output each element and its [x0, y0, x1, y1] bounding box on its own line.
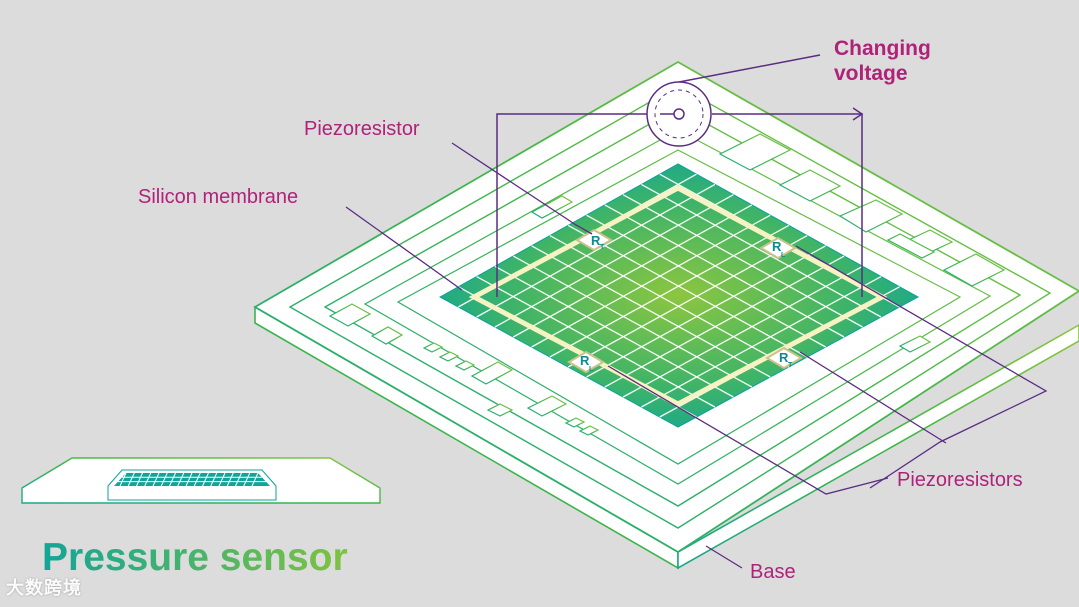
membrane-grid-line	[494, 265, 734, 398]
voltage-meter-icon	[646, 81, 712, 147]
thumbnail-grid-line	[210, 472, 218, 487]
thumbnail-grid-line	[218, 472, 226, 487]
page-title: Pressure sensor	[42, 536, 348, 579]
thumbnail-grid-line	[243, 472, 251, 487]
piezoresistor-group: R T R L R L R T	[567, 228, 803, 374]
leader-piezoresistors-3	[607, 365, 889, 495]
piezoresistor-top-right: R L	[759, 236, 797, 260]
leader-piezoresistors-1	[795, 245, 1048, 489]
base-label: Base	[750, 561, 796, 583]
leader-piezoresistor	[451, 142, 593, 235]
membrane-grid-line	[604, 255, 845, 388]
membrane-grid-line	[586, 245, 827, 378]
membrane-grid-line	[641, 275, 882, 408]
piezoresistors-label: Piezoresistors	[897, 469, 1023, 491]
resistor-sub: L	[589, 366, 594, 373]
thumbnail-grid-line	[177, 472, 185, 487]
membrane-grid-line	[549, 235, 790, 368]
thumbnail-grid-line	[235, 472, 242, 487]
changing-voltage-label-line2: voltage	[834, 62, 908, 85]
thumbnail-grid-line	[193, 472, 201, 487]
base-inner-border-4	[396, 149, 962, 465]
membrane-grid-line	[622, 194, 863, 328]
silicon-membrane-label: Silicon membrane	[138, 186, 298, 208]
voltage-arrow-head	[852, 107, 864, 121]
voltage-wire-left	[496, 113, 647, 297]
base-side-right	[677, 324, 1079, 570]
membrane-grid-line	[567, 235, 808, 368]
resistor-label: R	[591, 233, 601, 248]
thumbnail-grid-line	[152, 472, 160, 487]
membrane-grid-line	[604, 204, 845, 338]
thumbnail-grid-line	[169, 472, 176, 487]
changing-voltage-label-line1: Changing	[834, 37, 931, 60]
thumbnail-grid-line	[202, 472, 209, 487]
membrane-grid-line	[494, 194, 734, 328]
membrane-grid-line	[512, 204, 753, 338]
resistor-sub: T	[600, 244, 605, 251]
leader-silicon-membrane	[345, 206, 463, 291]
base-inner-border-2	[323, 107, 1022, 507]
membrane-outer	[438, 163, 920, 428]
resistor-label: R	[772, 239, 782, 254]
side-view-thumbnail	[21, 457, 381, 504]
membrane-grid-line	[622, 265, 863, 398]
leader-piezoresistors-2	[799, 351, 947, 444]
thumbnail-grid-line	[251, 472, 259, 487]
membrane-grid-line	[586, 214, 827, 348]
membrane-inner-frame	[468, 185, 888, 407]
thumbnail-grid-line	[226, 472, 234, 487]
labels: Changing voltage Piezoresistor Silicon m…	[138, 37, 1023, 583]
membrane-grid-line	[531, 214, 771, 348]
piezoresistor-label: Piezoresistor	[304, 118, 420, 140]
membrane-grid-line	[531, 245, 771, 378]
thumbnail-grid-line	[127, 472, 135, 487]
thumbnail-grid-line	[136, 472, 143, 487]
leader-base	[705, 545, 743, 569]
watermark-logo: 大数跨境	[6, 578, 82, 599]
thumbnail-grid-line	[160, 472, 168, 487]
resistor-sub: T	[788, 362, 793, 369]
piezoresistor-top-left: R T	[575, 228, 613, 252]
membrane-grid-line	[476, 183, 716, 318]
resistor-label: R	[779, 350, 789, 365]
resistor-sub: L	[781, 252, 786, 259]
membrane-grid-line	[567, 224, 808, 358]
piezoresistor-bottom-right: R T	[765, 346, 803, 370]
voltage-circuit	[496, 54, 864, 297]
membrane-grid-line	[512, 255, 753, 388]
thumbnail-grid-line	[144, 472, 152, 487]
piezoresistor-bottom-left: R L	[567, 350, 605, 374]
circuit-pads	[328, 133, 1006, 436]
thumbnail-grid-line	[119, 472, 127, 487]
membrane-grid-line	[549, 224, 790, 358]
resistor-label: R	[580, 353, 590, 368]
leader-lines	[345, 142, 1048, 569]
membrane-grid-line	[476, 275, 716, 408]
membrane-grid-line	[641, 183, 882, 318]
thumbnail-grid-line	[185, 472, 193, 487]
base-inner-border-1	[288, 85, 1052, 529]
